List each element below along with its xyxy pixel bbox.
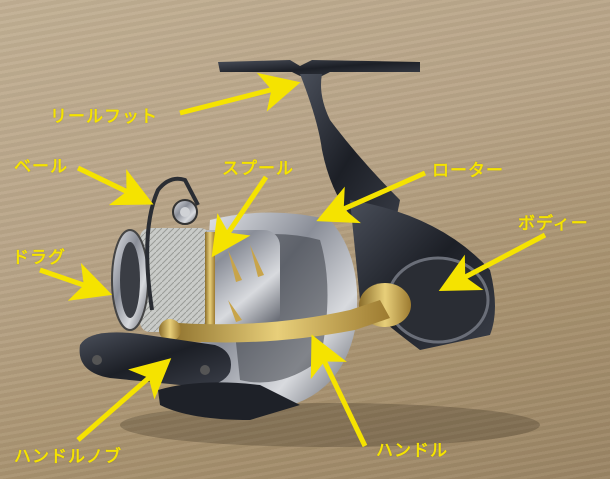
label-body: ボディー <box>518 214 589 234</box>
label-drag: ドラグ <box>12 248 66 268</box>
handle-part <box>159 300 390 343</box>
bail-part <box>145 176 200 311</box>
reel-foot-part <box>218 60 420 240</box>
annotation-arrows <box>39 72 547 448</box>
label-handle-knob: ハンドルノブ <box>14 447 122 467</box>
label-spool: スプール <box>222 159 294 179</box>
lower-body <box>158 382 300 420</box>
spool-part <box>111 228 280 332</box>
label-handle: ハンドル <box>376 441 448 461</box>
label-rotor: ローター <box>432 161 504 181</box>
label-bail: ベール <box>14 157 68 177</box>
label-reel-foot: リールフット <box>50 107 158 127</box>
